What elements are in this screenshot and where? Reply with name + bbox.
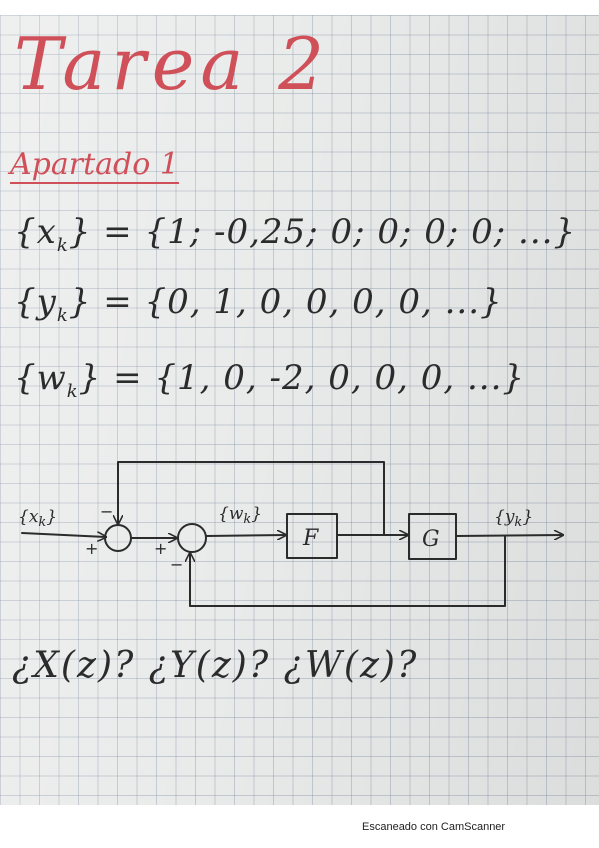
equation-w: {wk} = {1, 0, -2, 0, 0, 0, ...} <box>14 358 525 412</box>
equation-y-rhs: } = {0, 1, 0, 0, 0, 0, ...} <box>68 282 503 322</box>
summing-junction-2 <box>177 523 207 553</box>
top-margin <box>0 0 599 15</box>
wire-feedback-upper <box>118 461 385 536</box>
wire-w-to-f <box>205 535 286 536</box>
questions-line: ¿X(z)? ¿Y(z)? ¿W(z)? <box>12 645 419 686</box>
wire-input <box>21 533 106 537</box>
wire-feedback-lower <box>190 535 506 607</box>
equation-x-lhs: {x <box>14 212 57 252</box>
summing-junction-1 <box>104 524 132 552</box>
sum1-left-sign: + <box>85 539 98 558</box>
input-signal-label: {xk} <box>18 507 57 530</box>
footer-area: Escaneado con CamScanner <box>0 805 599 848</box>
w-signal-label: {wk} <box>218 504 262 527</box>
notebook-page <box>0 15 599 805</box>
equation-y-subscript: k <box>56 305 69 326</box>
equation-y: {yk} = {0, 1, 0, 0, 0, 0, ...} <box>14 282 503 336</box>
sum2-left-sign: + <box>154 539 167 558</box>
camscanner-watermark: Escaneado con CamScanner <box>362 821 506 833</box>
equation-w-rhs: } = {1, 0, -2, 0, 0, 0, ...} <box>78 358 526 398</box>
sum2-bottom-sign: − <box>170 555 183 574</box>
page-title: Tarea 2 <box>14 22 331 106</box>
equation-w-lhs: {w <box>14 358 67 398</box>
paper-shading <box>0 15 599 805</box>
equation-w-subscript: k <box>66 381 79 402</box>
output-signal-label: {yk} <box>494 507 533 530</box>
block-f-label: F <box>302 526 319 551</box>
section-heading: Apartado 1 <box>10 147 179 184</box>
equation-x-subscript: k <box>56 235 69 256</box>
equation-y-lhs: {y <box>14 282 57 322</box>
equation-x: {xk} = {1; -0,25; 0; 0; 0; 0; ...} <box>14 212 576 266</box>
equation-x-rhs: } = {1; -0,25; 0; 0; 0; 0; ...} <box>68 212 577 252</box>
block-g-label: G <box>422 527 440 552</box>
sum1-top-sign: − <box>100 502 113 521</box>
wire-output <box>455 535 563 536</box>
